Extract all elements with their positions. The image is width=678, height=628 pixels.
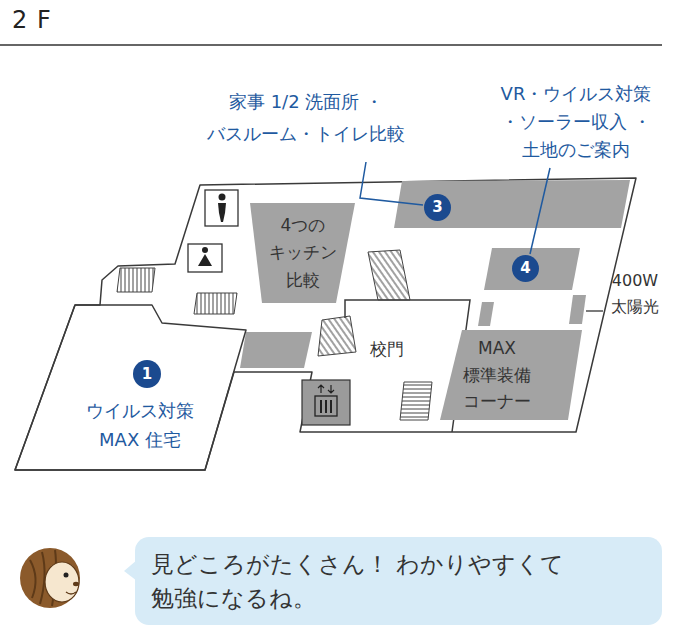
floor-title: 2 F [12, 6, 52, 34]
mascot [20, 548, 80, 608]
label-holder: 校門 [362, 338, 412, 360]
callout-circle: 3 [424, 194, 451, 221]
label-holder: 400W 太陽光 [598, 268, 672, 319]
room-bar [478, 302, 494, 326]
room-shape: 4つの キッチン 比較 [250, 203, 356, 303]
solar-label: 400W 太陽光 [598, 268, 672, 319]
callout-number: 4 [512, 255, 539, 282]
leader-line [530, 168, 550, 254]
room-area [484, 248, 580, 290]
speech-bubble: 見どころがたくさん！ わかりやすくて勉強になるね。 [135, 537, 662, 625]
room-shape: MAX 標準装備 コーナー [440, 330, 582, 420]
leader-line [586, 310, 603, 311]
exhibit-region: ウイルス対策 MAX 住宅 1 [15, 305, 247, 470]
room-name: MAX 標準装備 コーナー [452, 335, 542, 414]
label-holder: 家事 1/2 洗面所 ・バスルーム・トイレ比較 [190, 86, 422, 151]
speech-text: 見どころがたくさん！ わかりやすくて勉強になるね。 [151, 547, 585, 616]
region-name: ウイルス対策 MAX 住宅 [75, 397, 205, 455]
elevator [302, 380, 350, 425]
label-holder: VR・ウイルス対策 ・ソーラー収入 ・土地のご案内 [490, 80, 662, 164]
room-name: 4つの キッチン 比較 [259, 212, 347, 294]
room-band [394, 180, 630, 228]
place-name: 校門 [362, 338, 412, 360]
callout-number: 1 [133, 360, 161, 388]
hall-strip [240, 332, 312, 368]
leader-line [360, 162, 423, 205]
callout-circle: 4 [512, 255, 539, 282]
title-rule [0, 44, 662, 46]
callout-number: 3 [424, 194, 451, 221]
solar-panel [569, 295, 586, 324]
callout-circle: 1 [133, 360, 161, 388]
floor-outline [15, 178, 636, 470]
callout-text: 家事 1/2 洗面所 ・バスルーム・トイレ比較 [190, 86, 422, 151]
toilet-icon [188, 190, 238, 272]
title-holder: 2 F [12, 6, 52, 34]
callout-text: VR・ウイルス対策 ・ソーラー収入 ・土地のご案内 [490, 80, 662, 164]
